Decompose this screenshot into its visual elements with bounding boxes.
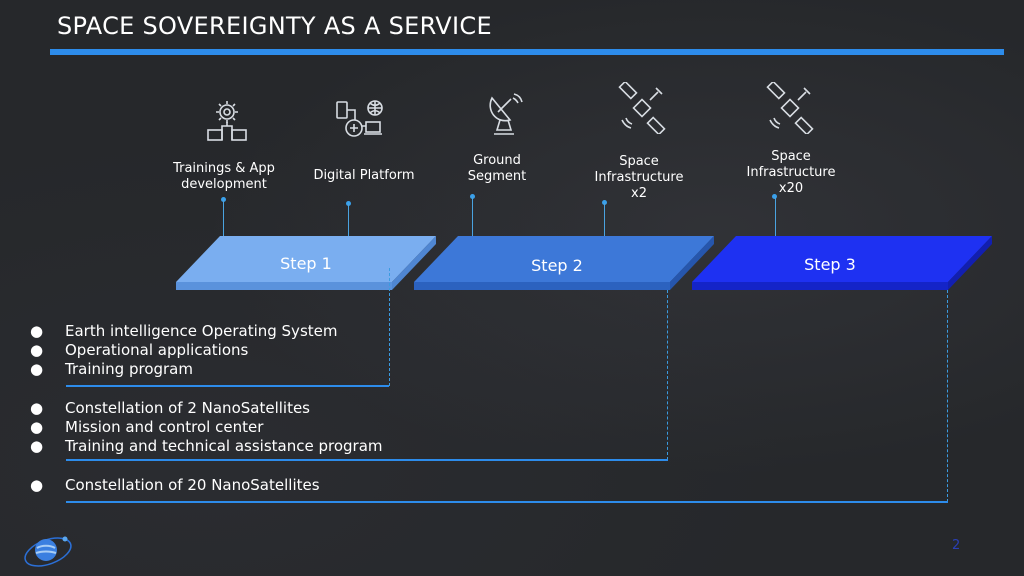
list-item: Constellation of 2 NanoSatellites <box>65 399 310 417</box>
bullet-dot: ● <box>30 341 44 359</box>
connector-step-1 <box>389 268 390 386</box>
gear-books-icon <box>207 101 247 141</box>
step-3-label: Step 3 <box>804 255 856 274</box>
pillar-label-trainings: Trainings & App development <box>173 161 275 192</box>
connector-step-3 <box>947 290 948 502</box>
bullet-dot: ● <box>30 476 44 494</box>
pin-dot <box>602 200 607 205</box>
step-1-label: Step 1 <box>280 254 332 273</box>
pillar-label-ground-segment: Ground Segment <box>467 153 527 184</box>
bullet-dot: ● <box>30 437 44 455</box>
pin-dot <box>772 194 777 199</box>
pin-line <box>472 197 473 237</box>
pin-dot <box>470 194 475 199</box>
satellite-icon <box>618 82 666 134</box>
bullet-dot: ● <box>30 322 44 340</box>
bullet-dot: ● <box>30 399 44 417</box>
list-item: Training and technical assistance progra… <box>65 437 383 455</box>
list-item: Earth intelligence Operating System <box>65 322 338 340</box>
group-3-underline <box>66 501 948 503</box>
step-2-label: Step 2 <box>531 256 583 275</box>
pin-line <box>604 203 605 237</box>
devices-network-icon <box>336 100 383 137</box>
pin-line <box>223 200 224 250</box>
satellite-dish-icon <box>489 93 523 135</box>
pin-line <box>775 197 776 237</box>
pin-dot <box>221 197 226 202</box>
pin-dot <box>346 201 351 206</box>
list-item: Mission and control center <box>65 418 264 436</box>
satellite-icon <box>766 82 814 134</box>
step-1-shape <box>176 236 436 290</box>
step-3-shape <box>692 236 992 290</box>
step-2-shape <box>414 236 714 290</box>
bullet-dot: ● <box>30 418 44 436</box>
pin-line <box>348 204 349 236</box>
bullet-dot: ● <box>30 360 44 378</box>
list-item: Operational applications <box>65 341 249 359</box>
page-number: 2 <box>952 538 961 553</box>
pillar-label-space-infra-20: Space Infrastructure x20 <box>746 149 836 196</box>
group-1-underline <box>66 385 389 387</box>
connector-step-2 <box>667 290 668 460</box>
slide-title: SPACE SOVEREIGNTY AS A SERVICE <box>57 12 492 40</box>
pillar-label-digital-platform: Digital Platform <box>313 168 415 183</box>
group-2-underline <box>66 459 668 461</box>
globe-logo-icon <box>24 536 72 567</box>
title-underline <box>50 49 1004 55</box>
list-item: Training program <box>65 360 193 378</box>
list-item: Constellation of 20 NanoSatellites <box>65 476 320 494</box>
pillar-label-space-infra-2: Space Infrastructure x2 <box>594 154 684 201</box>
